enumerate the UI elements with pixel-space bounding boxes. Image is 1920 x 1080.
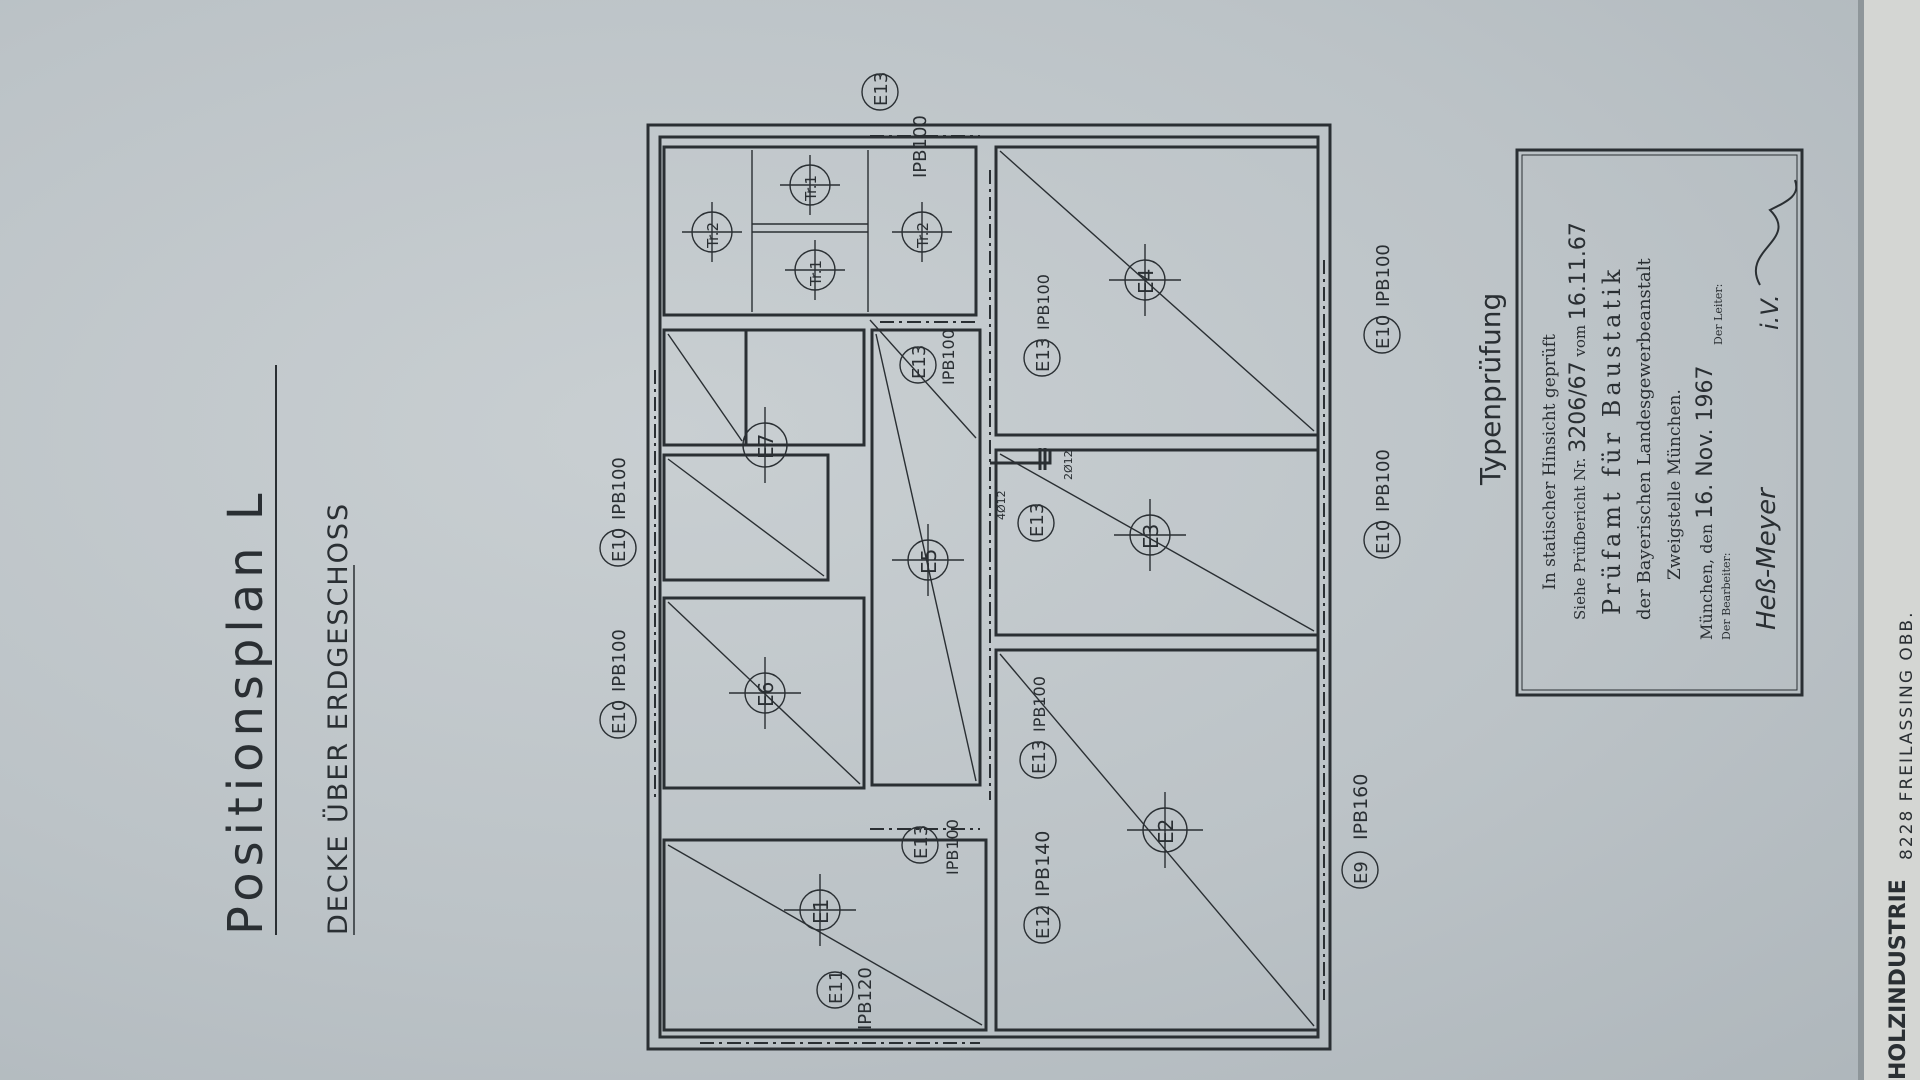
svg-text:E13: E13: [1027, 503, 1048, 537]
svg-text:IPB100: IPB100: [1030, 676, 1049, 732]
svg-text:E10: E10: [1373, 315, 1394, 349]
svg-text:IPB100: IPB100: [609, 457, 630, 520]
svg-text:IPB100: IPB100: [609, 629, 630, 692]
svg-text:E4: E4: [1134, 269, 1158, 294]
lead-signature-scribble: [1754, 179, 1798, 286]
room-e4: [994, 145, 1320, 437]
stamp-office1: Prüfamt für Baustatik: [1598, 266, 1626, 615]
svg-text:E13: E13: [1033, 338, 1054, 372]
room-e6: [662, 596, 866, 790]
beam-e10-b: E10 IPB100: [1363, 244, 1401, 354]
svg-text:E13: E13: [909, 345, 930, 379]
beam-e10-c: E10 IPB100: [599, 457, 637, 567]
beam-e12: E12 IPB140: [1023, 831, 1061, 944]
room-e5: [870, 328, 982, 787]
svg-text:E2: E2: [1154, 819, 1178, 844]
edge-company: HOLZINDUSTRIE: [1886, 879, 1911, 1080]
beam-e10-d: E10 IPB100: [599, 629, 637, 739]
floor-plan: [646, 123, 1332, 1051]
svg-text:IPB100: IPB100: [939, 329, 958, 385]
stamp-line1: In statischer Hinsicht geprüft: [1540, 334, 1560, 590]
beam-e13-e: E13: [1017, 503, 1055, 542]
plan-title: Positionsplan L: [218, 487, 274, 935]
edge-address: 8228 FREILASSING OBB.: [1897, 610, 1917, 860]
stamp-lead-label: Der Leiter:: [1712, 284, 1725, 345]
title-group: Positionsplan L DECKE ÜBER ERDGESCHOSS: [218, 365, 355, 935]
stamp-office3: Zweigstelle München.: [1665, 389, 1685, 580]
svg-text:E9: E9: [1351, 861, 1372, 884]
page-edge: [1858, 0, 1920, 1080]
marker-tr2b: Tr.2: [892, 202, 952, 262]
room-e2: [994, 648, 1320, 1032]
beam-e13-b: E13 IPB100: [1019, 676, 1057, 779]
beam-e10-a: E10 IPB100: [1363, 449, 1401, 559]
marker-e4: E4: [1109, 244, 1181, 316]
rebar-label-a: 4Ø12: [995, 490, 1008, 520]
beam-e13-d: E13 IPB100: [1023, 274, 1061, 377]
marker-e6: E6: [729, 657, 801, 729]
beam-e11: E11 IPB120: [816, 967, 876, 1030]
svg-text:E10: E10: [1373, 520, 1394, 554]
stamp-place: München, den 16. Nov. 1967: [1693, 366, 1718, 641]
stair-area: [662, 145, 978, 317]
svg-text:Tr.2: Tr.2: [704, 222, 722, 249]
svg-text:IPB100: IPB100: [910, 115, 931, 178]
svg-text:E13: E13: [1029, 740, 1050, 774]
marker-tr1a: Tr.1: [785, 240, 845, 300]
rebar-label-b: 2Ø12: [1062, 450, 1075, 480]
svg-text:IPB120: IPB120: [855, 967, 876, 1030]
svg-text:IPB160: IPB160: [1350, 774, 1372, 840]
svg-text:E10: E10: [609, 700, 630, 734]
svg-text:E5: E5: [917, 549, 941, 574]
beam-e13-a: E13 IPB100: [901, 819, 962, 875]
lead-signature: i.V.: [1756, 294, 1784, 330]
stamp-heading: Typenprüfung: [1474, 293, 1507, 486]
svg-text:Tr.1: Tr.1: [802, 175, 820, 202]
marker-e7: E7: [727, 407, 803, 483]
svg-text:E6: E6: [754, 682, 778, 707]
marker-e1: E1: [784, 874, 856, 946]
svg-text:E13: E13: [871, 72, 892, 106]
marker-tr2a: Tr.2: [682, 202, 742, 262]
room-e3: [994, 448, 1320, 637]
svg-text:IPB100: IPB100: [1373, 244, 1394, 307]
svg-text:IPB100: IPB100: [943, 819, 962, 875]
svg-text:IPB100: IPB100: [1034, 274, 1053, 330]
marker-e5: E5: [892, 524, 964, 596]
beam-labels: E9 IPB160 E10 IPB100 E10 IPB100 E10 IPB1…: [599, 72, 1401, 1030]
position-markers: E1 E2 E3 E4 E5 E6: [682, 155, 1203, 946]
marker-e2: E2: [1127, 792, 1203, 868]
beam-e9: E9 IPB160: [1341, 774, 1379, 889]
svg-text:E10: E10: [609, 528, 630, 562]
plan-subtitle: DECKE ÜBER ERDGESCHOSS: [322, 502, 354, 935]
svg-text:E3: E3: [1139, 524, 1163, 549]
room-e1: [662, 838, 988, 1032]
stamp-office2: der Bayerischen Landesgewerbeanstalt: [1634, 257, 1655, 620]
svg-text:E12: E12: [1033, 905, 1054, 939]
svg-text:IPB140: IPB140: [1032, 831, 1054, 897]
svg-text:IPB100: IPB100: [1373, 449, 1394, 512]
svg-text:Tr.2: Tr.2: [914, 222, 932, 249]
svg-text:E11: E11: [826, 970, 847, 1004]
beam-e13-c: E13 IPB100: [899, 329, 958, 385]
svg-text:Tr.1: Tr.1: [807, 260, 825, 287]
marker-tr1b: Tr.1: [780, 155, 840, 215]
stamp-editor-label: Der Bearbeiter:: [1720, 553, 1733, 640]
svg-text:E13: E13: [911, 825, 932, 859]
editor-signature: Heß-Meyer: [1752, 486, 1782, 630]
page-edge-shadow: [1858, 0, 1864, 1080]
svg-text:E7: E7: [754, 434, 778, 459]
stamp-line2: Siehe Prüfbericht Nr. 3206/67 vom 16.11.…: [1566, 222, 1591, 620]
approval-stamp: In statischer Hinsicht geprüft Siehe Prü…: [1515, 148, 1804, 697]
svg-text:E1: E1: [809, 899, 833, 924]
beam-e13-f: E13 IPB100: [861, 72, 931, 178]
marker-e3: E3: [1114, 499, 1186, 571]
